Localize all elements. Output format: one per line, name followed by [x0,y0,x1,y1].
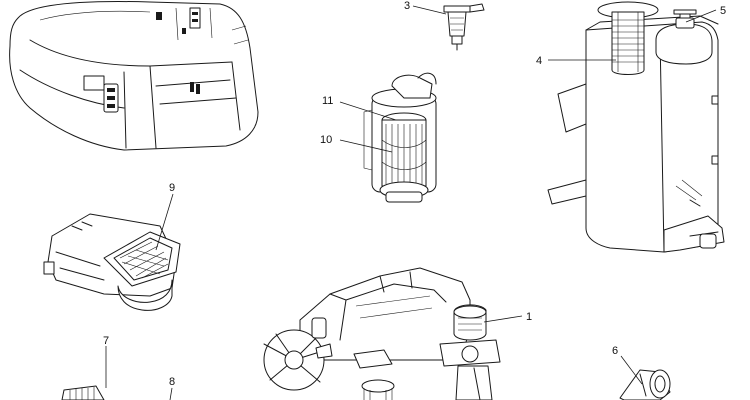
leader-lines [105,5,717,400]
callout-label-1: 1 [526,311,532,323]
callout-label-4: 4 [536,55,542,67]
cab-cover-drawing [9,1,259,151]
part-6-connector [619,369,671,400]
part-3-fuel-filter [443,3,485,51]
callout-label-5: 5 [720,5,726,17]
callout-label-6: 6 [612,345,618,357]
callout-label-9: 9 [169,182,175,194]
part-10-11-air-cleaner [363,72,437,203]
callout-label-7: 7 [103,335,109,347]
engine-drawing [263,267,501,400]
callout-label-11: 11 [322,95,333,107]
part-4-5-hydraulic-tank [547,1,725,253]
callout-label-8: 8 [169,376,175,388]
callout-label-3: 3 [404,0,410,12]
callout-label-10: 10 [320,134,332,146]
part-9-air-filter-housing [43,213,181,311]
part-7-small-filter [61,385,105,400]
